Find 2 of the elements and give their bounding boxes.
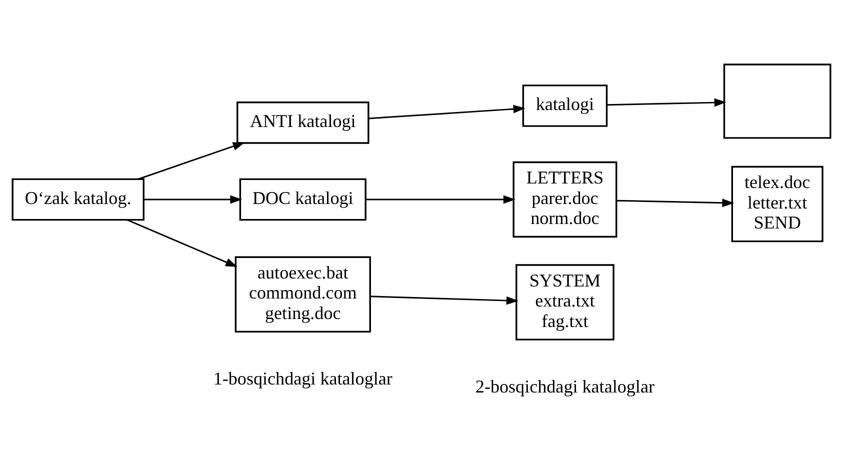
- label: 2-bosqichdagi kataloglar: [475, 376, 654, 396]
- label: 1-bosqichdagi kataloglar: [213, 368, 392, 389]
